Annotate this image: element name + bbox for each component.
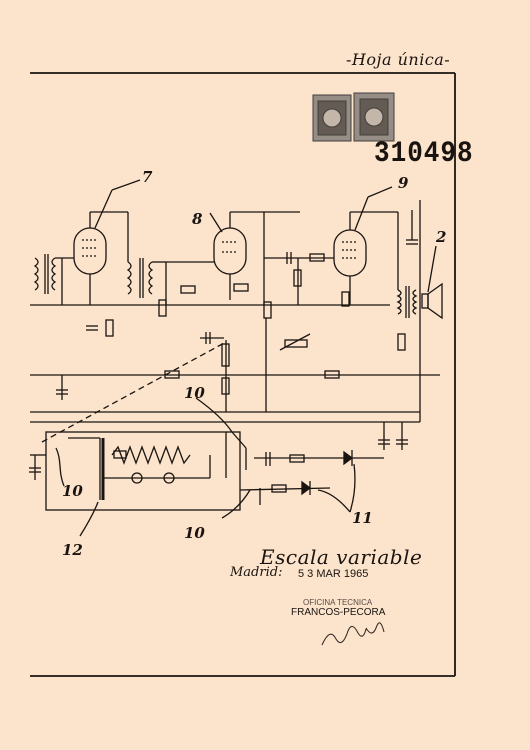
input-transformer (33, 254, 74, 305)
ganged-control-link (41, 341, 227, 443)
label-tube-7: 7 (142, 168, 153, 186)
label-speaker-2: 2 (435, 228, 446, 246)
scale-caption: Escala variable (260, 545, 423, 569)
label-tube-8: 8 (192, 210, 203, 228)
stamp-left (312, 94, 352, 142)
filter-capacitors (378, 210, 418, 450)
vacuum-tube-9 (333, 186, 399, 305)
sheet-note: -Hoja única- (346, 50, 451, 69)
label-diodes-11: 11 (352, 509, 373, 527)
label-tube-9: 9 (398, 174, 409, 192)
label-transformer-12: 12 (62, 541, 83, 559)
stamp-right (353, 92, 395, 142)
label-switch-10-bottom: 10 (184, 524, 205, 542)
reference-leaders (55, 397, 356, 537)
drawing-frame (30, 72, 456, 677)
coupling-network (264, 252, 334, 305)
agency-stamp-line: OFICINA TECNICA (303, 598, 373, 607)
vacuum-tube-7 (73, 179, 141, 305)
scale-switch-assembly (29, 431, 384, 511)
output-transformer (396, 286, 418, 318)
label-switch-10-left: 10 (62, 482, 83, 500)
agency-stamp-name: FRANCOS-PECORA (291, 607, 386, 618)
loudspeaker-2 (421, 245, 443, 320)
vacuum-tube-8 (209, 211, 300, 305)
place-label: Madrid: (230, 565, 283, 580)
date-stamp: 5 3 MAR 1965 (298, 568, 369, 580)
interstage-transformer (126, 258, 214, 305)
label-switch-10-top: 10 (184, 384, 205, 402)
